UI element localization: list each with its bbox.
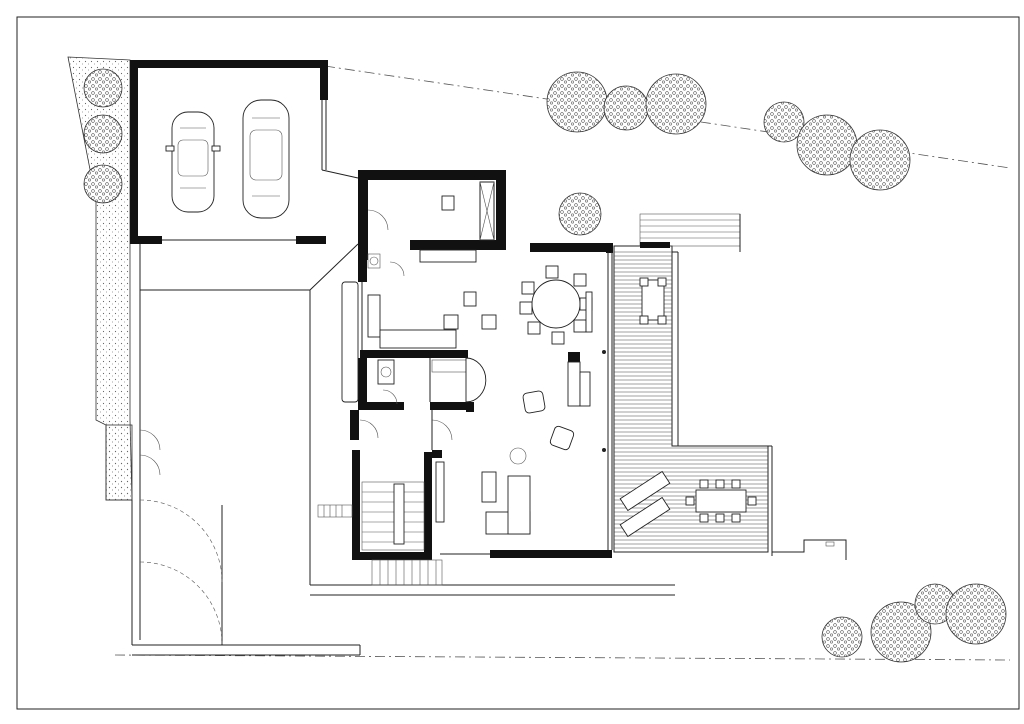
cars bbox=[165, 99, 290, 219]
sun-loungers bbox=[619, 470, 671, 538]
entrance-gate bbox=[131, 243, 675, 656]
living-area bbox=[435, 350, 606, 535]
terrace-stairs bbox=[639, 213, 741, 252]
hedge bbox=[67, 56, 133, 501]
car-right bbox=[242, 99, 290, 219]
kitchen bbox=[341, 195, 497, 403]
dining-table bbox=[519, 265, 593, 345]
entry-steps bbox=[371, 559, 443, 586]
side-stair bbox=[317, 504, 353, 518]
car-left bbox=[165, 111, 221, 213]
outdoor-table bbox=[685, 479, 757, 523]
terrace bbox=[613, 245, 773, 556]
staircase bbox=[361, 481, 425, 551]
house-walls bbox=[350, 170, 613, 560]
side-box bbox=[772, 539, 847, 560]
frame bbox=[16, 16, 1020, 710]
trees bbox=[546, 71, 1007, 663]
garage bbox=[130, 60, 359, 244]
